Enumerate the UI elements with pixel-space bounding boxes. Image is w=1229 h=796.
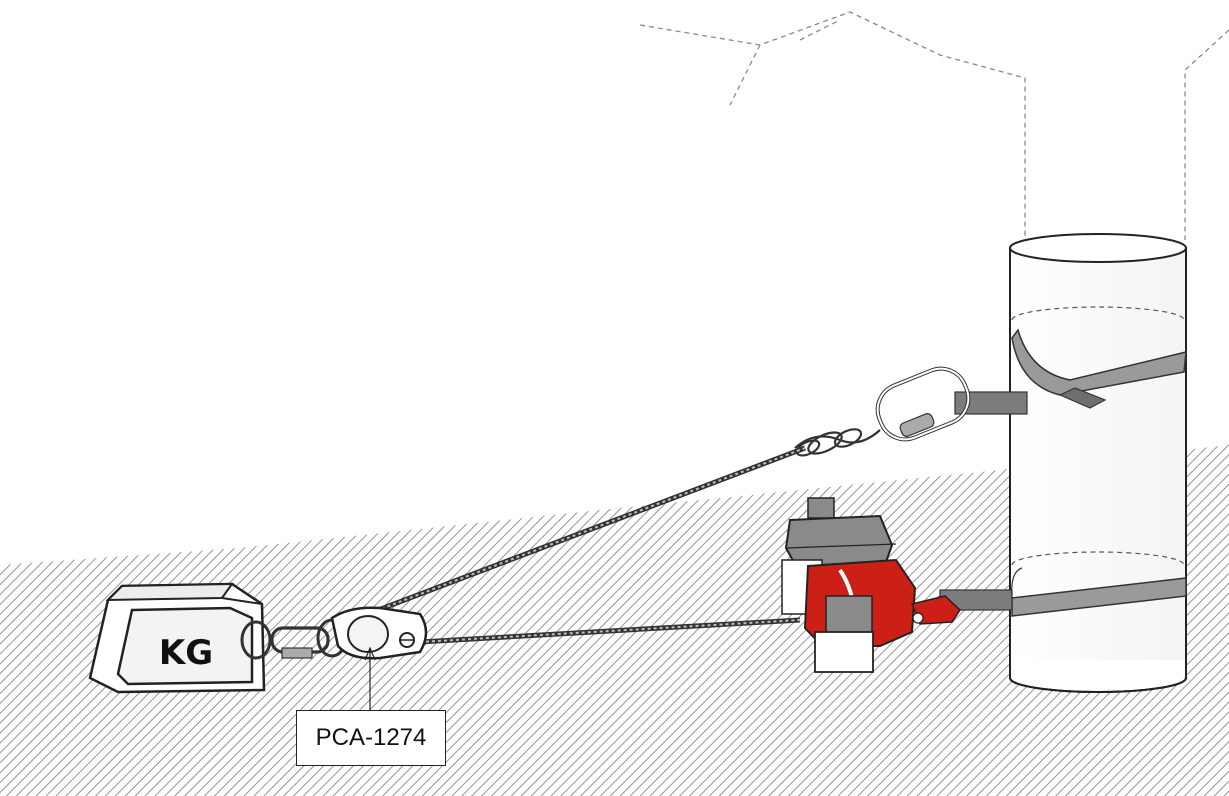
rope-knot [795, 426, 880, 459]
weight-label: KG [159, 633, 213, 673]
snatch-block-pulley-icon [332, 608, 426, 659]
tree-trunk-icon [1010, 234, 1186, 692]
tree-canopy-outline [640, 12, 1229, 240]
pulley-model-label: PCA-1274 [296, 710, 446, 766]
anchor-weight-icon: KG [90, 584, 264, 692]
